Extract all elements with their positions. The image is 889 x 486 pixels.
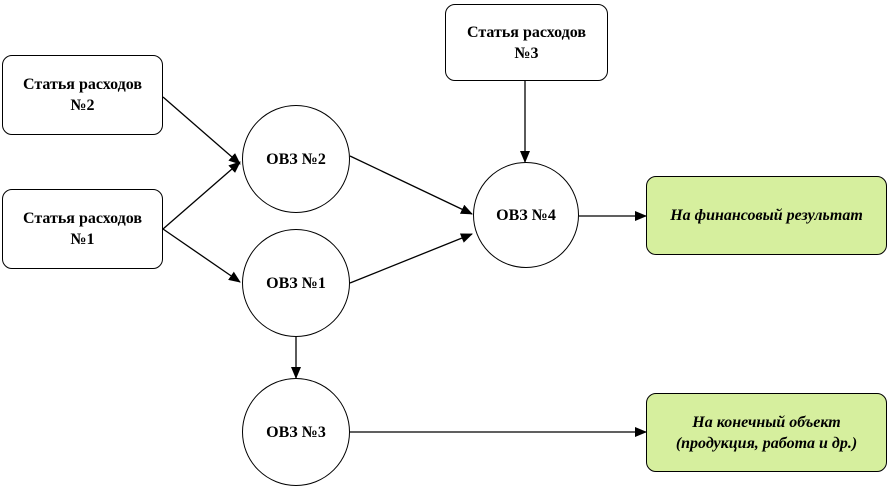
final-object-line2: (продукция, работа и др.) bbox=[675, 434, 858, 452]
final-object-line1: На конечный объект bbox=[692, 413, 841, 431]
expense-item-2-line2: №2 bbox=[70, 97, 95, 114]
expense-item-1-line2: №1 bbox=[70, 231, 95, 248]
arrow-expense2-to-ovz2 bbox=[162, 96, 241, 165]
ovz-4-label: ОВЗ №4 bbox=[496, 206, 556, 224]
ovz-3-label: ОВЗ №3 bbox=[266, 423, 326, 441]
expense-item-2-box: Статья расходов №2 bbox=[2, 55, 163, 135]
arrow-ovz2-to-ovz4 bbox=[349, 155, 473, 215]
final-object-box: На конечный объект (продукция, работа и … bbox=[646, 393, 887, 472]
arrow-expense1-to-ovz1 bbox=[162, 228, 241, 283]
expense-item-3-line2: №3 bbox=[514, 44, 539, 62]
expense-item-1-box: Статья расходов №1 bbox=[2, 189, 163, 269]
expense-item-1-line1: Статья расходов bbox=[22, 210, 142, 227]
ovz-3-circle: ОВЗ №3 bbox=[242, 378, 350, 486]
ovz-1-circle: ОВЗ №1 bbox=[242, 229, 350, 337]
arrow-ovz1-to-ovz4 bbox=[349, 233, 473, 284]
ovz-2-label: ОВЗ №2 bbox=[266, 150, 326, 168]
financial-result-box: На финансовый результат bbox=[646, 176, 887, 255]
ovz-2-circle: ОВЗ №2 bbox=[242, 105, 350, 213]
arrow-expense1-to-ovz2 bbox=[162, 161, 241, 230]
expense-item-3-box: Статья расходов №3 bbox=[445, 4, 608, 81]
ovz-1-label: ОВЗ №1 bbox=[266, 274, 326, 292]
financial-result-label: На финансовый результат bbox=[670, 207, 863, 224]
expense-item-3-line1: Статья расходов bbox=[466, 23, 586, 41]
expense-item-2-line1: Статья расходов bbox=[22, 76, 142, 93]
ovz-4-circle: ОВЗ №4 bbox=[473, 162, 579, 268]
